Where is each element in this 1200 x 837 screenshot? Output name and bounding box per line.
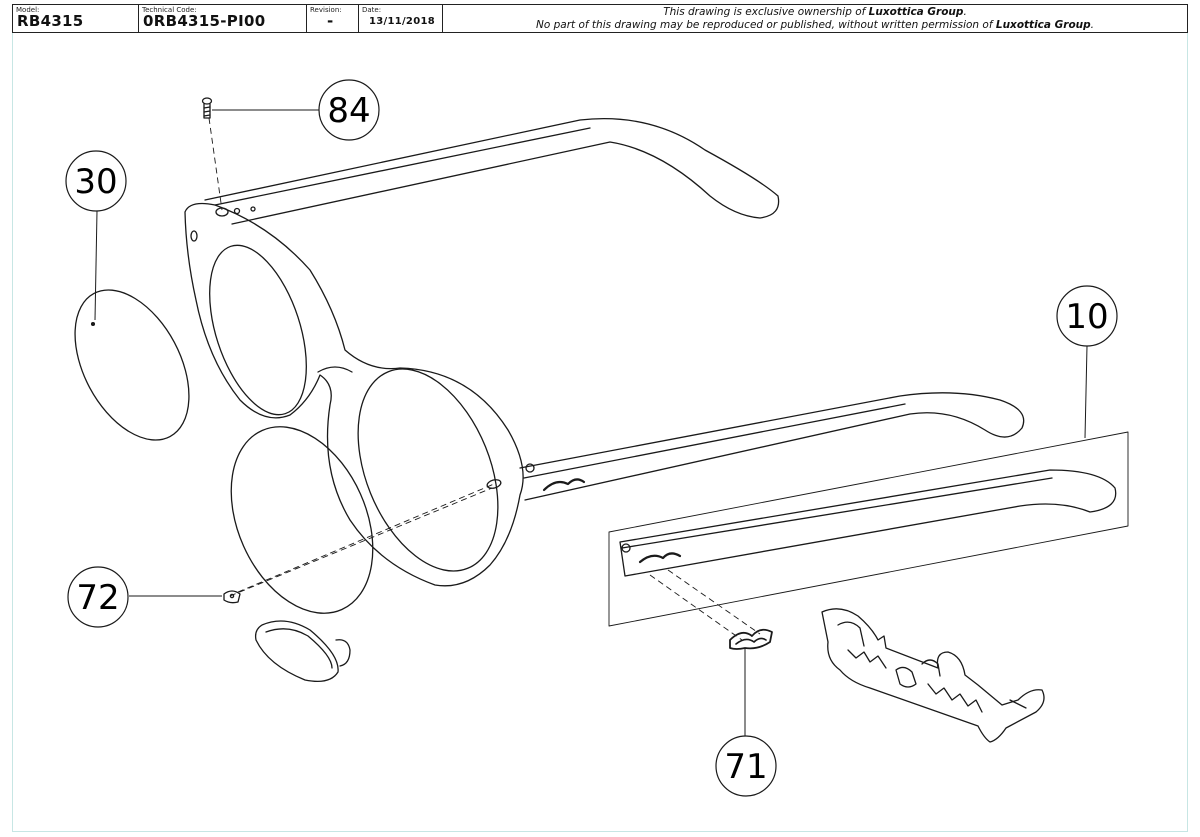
reproduction-line: No part of this drawing may be reproduce… [443, 19, 1187, 31]
logo-insert-enlarged [821, 608, 1045, 743]
date-cell: Date: 13/11/2018 [359, 5, 443, 32]
logo-plate-71 [729, 628, 773, 650]
callout-84-label: 84 [327, 91, 370, 131]
leader-30 [94, 210, 98, 321]
reproduction-prefix: No part of this drawing may be reproduce… [535, 19, 996, 31]
ownership-company: Luxottica Group [868, 6, 964, 18]
ownership-line: This drawing is exclusive ownership of L… [443, 6, 1187, 18]
callout-10-label: 10 [1065, 297, 1108, 337]
screw-72 [223, 590, 241, 604]
revision-cell: Revision: - [307, 5, 359, 32]
back-temple [204, 117, 780, 225]
callout-72-label: 72 [76, 578, 119, 618]
leader-lines [94, 109, 1088, 736]
callout-10-circle [1056, 285, 1118, 347]
callout-71-label: 71 [724, 747, 767, 787]
front-temple [519, 392, 1025, 501]
date-label: Date: [362, 6, 382, 14]
lens-30 [74, 289, 190, 441]
model-value: RB4315 [17, 12, 84, 30]
model-label: Model: [16, 6, 40, 14]
callout-72: 72 [67, 566, 129, 628]
revision-value: - [327, 12, 334, 30]
callout-84: 84 [318, 79, 380, 141]
revision-label: Revision: [310, 6, 342, 14]
model-cell: Model: RB4315 [13, 5, 139, 32]
reproduction-suffix: . [1090, 19, 1094, 31]
callout-10: 10 [1056, 285, 1118, 347]
hinge-block [254, 620, 351, 683]
screw-84 [201, 97, 213, 119]
callout-30: 30 [65, 150, 127, 212]
front-frame [184, 202, 524, 587]
technical-code-cell: Technical Code: 0RB4315-PI00 [139, 5, 307, 32]
screw-72-assembly-line-lower [229, 487, 493, 597]
leader-10 [1084, 345, 1088, 439]
callout-30-label: 30 [74, 162, 117, 202]
callout-71-circle [715, 735, 777, 797]
lens-right [230, 426, 374, 614]
logo-71-assembly-line-right [667, 569, 761, 635]
technical-code-label: Technical Code: [142, 6, 197, 14]
callout-84-circle [318, 79, 380, 141]
reproduction-company: Luxottica Group [995, 19, 1091, 31]
ownership-prefix: This drawing is exclusive ownership of [663, 6, 869, 18]
logo-71-assembly-line-left [649, 574, 743, 641]
assembly-lines [208, 117, 761, 641]
ownership-suffix: . [963, 6, 967, 18]
technical-code-value: 0RB4315-PI00 [143, 12, 266, 30]
title-block: Model: RB4315 Technical Code: 0RB4315-PI… [12, 4, 1188, 33]
screw-72-assembly-line-upper [237, 483, 495, 593]
screw-84-assembly-line [208, 117, 223, 211]
date-value: 13/11/2018 [369, 16, 435, 27]
callout-30-circle [65, 150, 127, 212]
ownership-notice: This drawing is exclusive ownership of L… [443, 5, 1187, 32]
callout-71: 71 [715, 735, 777, 797]
temple-detail-panel [608, 431, 1129, 627]
callout-72-circle [67, 566, 129, 628]
